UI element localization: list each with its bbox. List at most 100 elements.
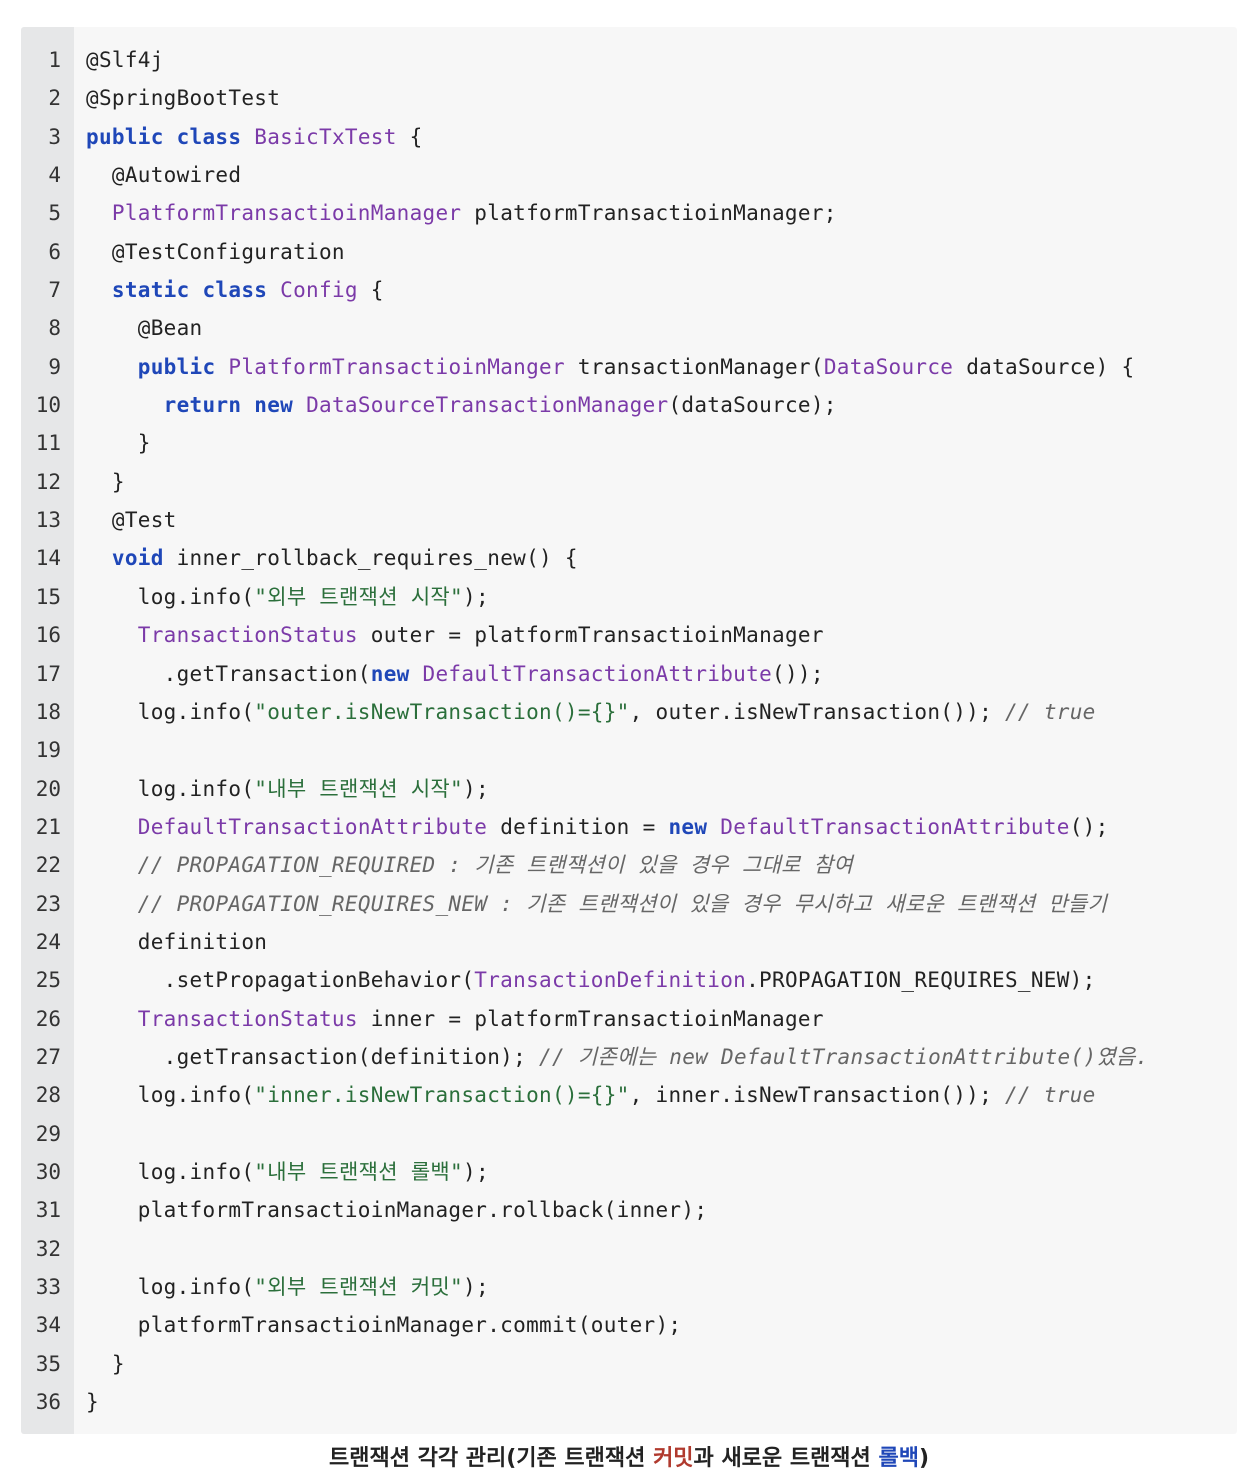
code-token [86, 815, 138, 839]
code-token: log.info( [86, 776, 255, 801]
line-number: 10 [35, 393, 61, 418]
code-token: outer = platformTransactioinManager [357, 623, 824, 648]
code-token: @Bean [86, 316, 203, 341]
line-number: 5 [48, 201, 61, 226]
code-text: .setPropagationBehavior(TransactionDefin… [86, 968, 1096, 992]
code-text: // PROPAGATION_REQUIRED : 기존 트랜잭션이 있을 경우… [86, 853, 853, 877]
code-line: 19 [21, 738, 1237, 776]
code-token: TransactionStatus [137, 1006, 358, 1031]
line-number: 34 [35, 1313, 61, 1338]
code-token: dataSource) { [953, 354, 1135, 379]
code-token: TransactionStatus [137, 623, 358, 648]
line-number: 15 [35, 584, 61, 609]
code-token: } [86, 1351, 125, 1376]
code-token: } [86, 431, 151, 456]
code-token: } [86, 1390, 99, 1415]
code-text: log.info("외부 트랜잭션 시작"); [86, 585, 489, 609]
code-token: transactionManager( [564, 354, 824, 379]
code-token: log.info( [86, 584, 255, 609]
code-line: 16 TransactionStatus outer = platformTra… [21, 623, 1237, 661]
line-number: 13 [35, 508, 61, 533]
line-number: 20 [35, 776, 61, 801]
code-token: ); [463, 776, 489, 801]
line-number: 36 [35, 1390, 61, 1415]
code-token: , inner.isNewTransaction()); [629, 1083, 1005, 1108]
code-token: DefaultTransactionAttribute [422, 661, 773, 686]
code-token [86, 355, 138, 379]
code-token: log.info( [86, 699, 255, 724]
line-number: 22 [35, 853, 61, 878]
code-line: 24 definition [21, 930, 1237, 968]
code-token [86, 201, 112, 225]
code-token: .setPropagationBehavior( [86, 968, 475, 993]
code-token [293, 393, 306, 417]
line-number: 7 [48, 278, 61, 303]
code-token [86, 623, 138, 647]
code-token: new [668, 814, 708, 839]
code-text: @Bean [86, 316, 203, 340]
code-line: 36} [21, 1390, 1237, 1428]
code-token [86, 546, 112, 570]
code-token [410, 662, 423, 686]
code-text: platformTransactioinManager.rollback(inn… [86, 1198, 707, 1222]
code-text: @TestConfiguration [86, 240, 345, 264]
code-token: @Test [86, 508, 177, 533]
code-token: ); [463, 584, 489, 609]
code-token: log.info( [86, 1159, 255, 1184]
code-text: } [86, 1390, 99, 1414]
code-token [86, 278, 112, 302]
code-text: definition [86, 930, 267, 954]
code-token: { [357, 278, 384, 303]
code-token: "outer.isNewTransaction()={}" [254, 699, 630, 724]
code-line: 13 @Test [21, 508, 1237, 546]
code-line: 12 } [21, 470, 1237, 508]
code-line: 35 } [21, 1352, 1237, 1390]
code-text: TransactionStatus inner = platformTransa… [86, 1007, 824, 1031]
code-token: "inner.isNewTransaction()={}" [254, 1083, 630, 1108]
code-token [241, 125, 254, 149]
code-token: .getTransaction( [86, 661, 371, 686]
code-text: // PROPAGATION_REQUIRES_NEW : 기존 트랜잭션이 있… [86, 892, 1107, 916]
line-number: 3 [48, 124, 61, 149]
code-token: "외부 트랜잭션 커밋" [254, 1275, 463, 1299]
code-text: @SpringBootTest [86, 86, 280, 110]
code-text: PlatformTransactioinManager platformTran… [86, 201, 837, 225]
caption-text: 과 새로운 트랜잭션 [693, 1446, 879, 1471]
code-token: ()); [772, 661, 824, 686]
code-token [86, 1007, 138, 1031]
line-number: 17 [35, 661, 61, 686]
code-line: 20 log.info("내부 트랜잭션 시작"); [21, 777, 1237, 815]
code-token: TransactionDefinition [474, 968, 747, 993]
line-number: 14 [35, 546, 61, 571]
code-token: void [111, 546, 164, 571]
code-token: PlatformTransactioinManger [228, 354, 565, 379]
line-number: 35 [35, 1351, 61, 1376]
caption-rollback-highlight: 롤백 [878, 1446, 919, 1471]
code-line: 14 void inner_rollback_requires_new() { [21, 546, 1237, 584]
line-number: 27 [35, 1044, 61, 1069]
code-token: new [370, 661, 410, 686]
code-text: log.info("inner.isNewTransaction()={}", … [86, 1083, 1096, 1107]
code-line: 5 PlatformTransactioinManager platformTr… [21, 201, 1237, 239]
code-token: // true [1004, 699, 1096, 724]
code-token: platformTransactioinManager.rollback(inn… [86, 1198, 708, 1223]
code-text: void inner_rollback_requires_new() { [86, 546, 578, 570]
code-text: DefaultTransactionAttribute definition =… [86, 815, 1109, 839]
line-number: 1 [48, 48, 61, 72]
code-line: 8 @Bean [21, 316, 1237, 354]
code-token: DefaultTransactionAttribute [137, 814, 488, 839]
code-token [86, 853, 138, 877]
code-line: 15 log.info("외부 트랜잭션 시작"); [21, 585, 1237, 623]
line-number: 16 [35, 623, 61, 648]
code-line: 7 static class Config { [21, 278, 1237, 316]
code-token: inner = platformTransactioinManager [357, 1006, 824, 1031]
line-number: 26 [35, 1006, 61, 1031]
code-text: static class Config { [86, 278, 384, 302]
code-line: 18 log.info("outer.isNewTransaction()={}… [21, 700, 1237, 738]
caption-text: 트랜잭션 각각 관리(기존 트랜잭션 [329, 1446, 654, 1471]
code-text: public PlatformTransactioinManger transa… [86, 355, 1134, 379]
code-text: .getTransaction(definition); // 기존에는 new… [86, 1045, 1149, 1069]
code-token [267, 278, 280, 302]
code-line: 10 return new DataSourceTransactionManag… [21, 393, 1237, 431]
code-token: public class [86, 124, 242, 149]
